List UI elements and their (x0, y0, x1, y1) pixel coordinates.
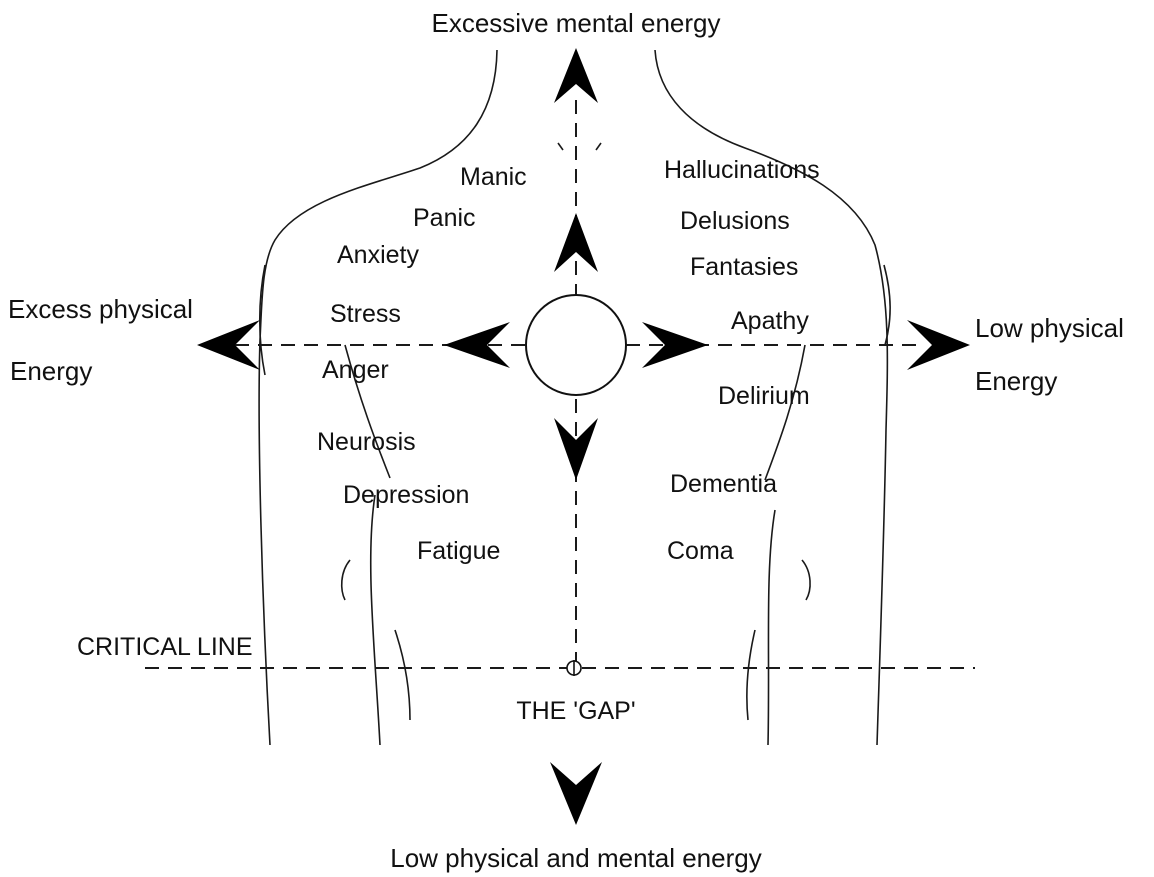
axis-label-bottom: Low physical and mental energy (390, 843, 761, 873)
state-coma: Coma (667, 537, 734, 565)
state-fatigue: Fatigue (417, 537, 500, 565)
state-stress: Stress (330, 300, 401, 328)
axis-label-top: Excessive mental energy (431, 8, 720, 38)
right-inner-line-lower (768, 510, 775, 745)
state-fantasies: Fantasies (690, 253, 798, 281)
state-panic: Panic (413, 204, 476, 232)
state-depression: Depression (343, 481, 469, 509)
tick-mark-left (558, 143, 563, 150)
axis-label-right-line2: Energy (975, 366, 1057, 396)
left-states: Manic Panic Anxiety Stress Anger Neurosi… (317, 163, 527, 565)
critical-line-label: CRITICAL LINE (77, 633, 253, 661)
state-anger: Anger (322, 356, 389, 384)
axis-label-left-line2: Energy (10, 356, 92, 386)
state-hallucinations: Hallucinations (664, 156, 820, 184)
state-manic: Manic (460, 163, 527, 191)
left-inner-line-lower-2 (395, 630, 410, 720)
arrow-left-outer-icon (197, 320, 260, 370)
state-neurosis: Neurosis (317, 428, 416, 456)
state-delirium: Delirium (718, 382, 810, 410)
left-neck-shoulder-line (259, 50, 497, 745)
right-inner-line-lower-2 (747, 630, 755, 720)
arrow-up-outer-icon (554, 48, 598, 103)
axis-label-right-line1: Low physical (975, 313, 1124, 343)
state-delusions: Delusions (680, 207, 790, 235)
axis-label-left-line1: Excess physical (8, 294, 193, 324)
arrow-down-outer-icon (550, 762, 602, 825)
center-circle (526, 295, 626, 395)
left-inner-line-lower (371, 495, 380, 745)
state-dementia: Dementia (670, 470, 777, 498)
right-flank-mark (802, 560, 810, 600)
state-anxiety: Anxiety (337, 241, 419, 269)
arrow-right-outer-icon (907, 320, 970, 370)
tick-mark-right (596, 143, 601, 150)
state-apathy: Apathy (731, 307, 809, 335)
right-inner-line-upper (765, 345, 805, 480)
right-states: Hallucinations Delusions Fantasies Apath… (664, 156, 820, 565)
left-flank-mark (342, 560, 350, 600)
gap-label: THE 'GAP' (516, 697, 635, 725)
